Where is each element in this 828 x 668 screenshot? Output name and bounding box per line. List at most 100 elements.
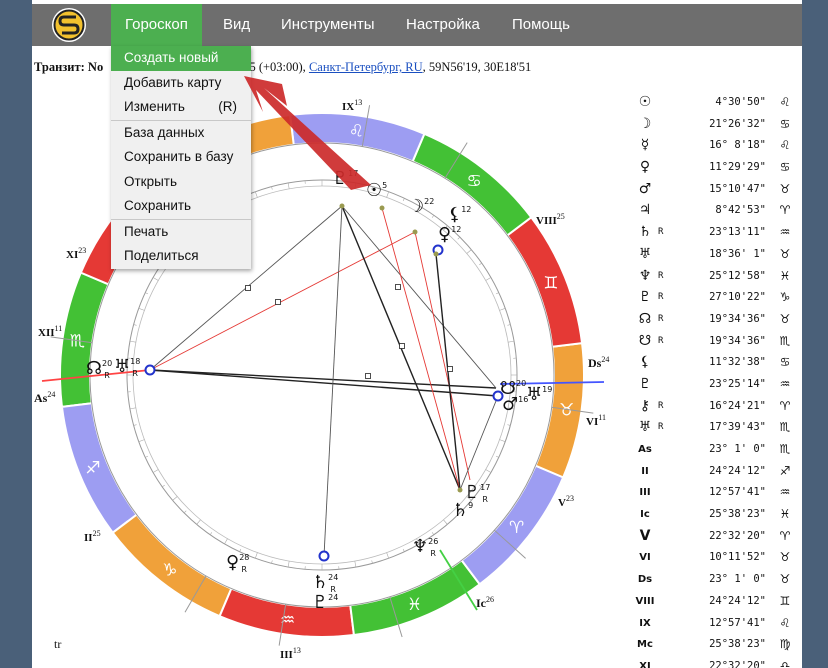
- degree-tick: [183, 510, 187, 514]
- position-value: 17°39'43": [709, 421, 766, 434]
- position-symbol: ☉: [638, 94, 652, 110]
- zodiac-sign-glyph: ♊: [543, 273, 558, 293]
- position-sign: ♌: [779, 138, 791, 153]
- position-symbol: ♃: [638, 202, 652, 219]
- dropdown-item-label: Поделиться: [124, 248, 199, 263]
- degree-tick: [431, 532, 435, 535]
- position-symbol: ☋: [638, 332, 652, 349]
- position-value: 27°10'22": [709, 291, 766, 304]
- zodiac-sign-glyph: ♌: [349, 121, 364, 141]
- position-row: ♃8°42'53"♈: [634, 200, 802, 222]
- position-symbol: ♇: [638, 289, 652, 306]
- planet-dot: [492, 390, 504, 402]
- position-symbol: ☿: [640, 137, 650, 154]
- menu-item-3[interactable]: Настройка: [406, 16, 480, 33]
- position-value: 23°25'14": [709, 377, 766, 390]
- dropdown-item-0[interactable]: Создать новый: [111, 46, 251, 71]
- position-sign: ♏: [779, 442, 791, 456]
- menu-item-1[interactable]: Вид: [223, 16, 251, 33]
- transit-coords: , 59N56'19, 30E18'51: [422, 60, 532, 74]
- degree-tick: [152, 277, 159, 281]
- house-label: II25: [84, 529, 101, 544]
- position-symbol: ♅: [638, 419, 652, 436]
- descendant-axis: [499, 381, 605, 385]
- menu-item-2[interactable]: Инструменты: [281, 16, 375, 33]
- dropdown-item-5[interactable]: Сохранить в базу: [111, 145, 251, 170]
- house-label: XII11: [38, 324, 62, 339]
- position-symbol: IX: [639, 617, 651, 629]
- position-sign: ♉: [779, 311, 791, 326]
- degree-tick: [386, 552, 389, 559]
- position-symbol: ♂: [638, 180, 652, 197]
- dropdown-item-4[interactable]: База данных: [111, 121, 251, 146]
- dropdown-item-7[interactable]: Сохранить: [111, 194, 251, 219]
- dropdown-item-label: Сохранить в базу: [124, 149, 234, 164]
- zodiac-sign-glyph: ♉: [559, 400, 574, 420]
- position-sign: ♊: [779, 593, 791, 608]
- degree-tick: [485, 469, 492, 473]
- position-sign: ♉: [779, 550, 791, 565]
- position-value: 16°24'21": [709, 399, 766, 412]
- dropdown-item-1[interactable]: Добавить карту: [111, 71, 251, 96]
- position-symbol: ⚸: [639, 354, 651, 371]
- position-symbol: Mc: [637, 639, 653, 651]
- position-value: 25°38'23": [709, 638, 766, 651]
- aspect-line: [149, 231, 416, 371]
- dropdown-item-label: Добавить карту: [124, 74, 222, 90]
- position-row: ♂15°10'47"♉: [634, 179, 802, 201]
- degree-tick: [196, 519, 201, 525]
- app-logo[interactable]: [46, 6, 92, 44]
- aspect-line: [381, 207, 461, 491]
- degree-tick: [371, 560, 373, 564]
- position-value: 19°34'36": [709, 334, 766, 347]
- position-symbol: ⚷: [639, 397, 651, 414]
- position-symbol: VIII: [635, 595, 655, 607]
- position-symbol: III: [639, 487, 651, 499]
- degree-tick: [507, 424, 511, 426]
- house-label: Ds24: [588, 355, 609, 370]
- position-sign: ♈: [779, 398, 791, 413]
- retrograde-mark: R: [658, 335, 664, 346]
- position-symbol: ♆: [638, 267, 652, 284]
- dropdown-item-6[interactable]: Открыть: [111, 170, 251, 195]
- position-value: 23°13'11": [709, 226, 766, 239]
- aspect-line: [149, 369, 497, 389]
- degree-tick: [145, 292, 149, 295]
- degree-tick: [224, 538, 228, 545]
- transit-time: 55 (+03:00),: [243, 60, 309, 74]
- dropdown-item-label: Открыть: [124, 173, 178, 189]
- position-sign: ♌: [779, 95, 791, 109]
- position-row: ♇23°25'14"♒: [634, 374, 802, 396]
- dropdown-separator: [111, 119, 251, 121]
- dropdown-separator: [111, 218, 251, 220]
- position-symbol: II: [641, 465, 649, 477]
- dropdown-item-10[interactable]: Поделиться: [111, 244, 251, 269]
- menu-item-0[interactable]: Гороскоп: [111, 4, 202, 46]
- dropdown-item-9[interactable]: Печать: [111, 220, 251, 245]
- degree-tick: [354, 561, 357, 568]
- dropdown-item-2[interactable]: Изменить(R): [111, 95, 251, 120]
- aspect-line: [414, 231, 471, 481]
- degree-tick: [129, 407, 136, 410]
- retrograde-mark: R: [658, 270, 664, 281]
- position-value: 24°24'12": [709, 464, 766, 477]
- wheel-footer: tr: [54, 637, 61, 651]
- aspect-line: [323, 205, 343, 557]
- transit-city-link[interactable]: Санкт-Петербург, RU: [308, 60, 423, 74]
- position-sign: ♒: [779, 376, 791, 391]
- menu-item-4[interactable]: Помощь: [512, 16, 570, 33]
- position-sign: ♒: [779, 485, 791, 500]
- position-value: 15°10'47": [709, 182, 766, 195]
